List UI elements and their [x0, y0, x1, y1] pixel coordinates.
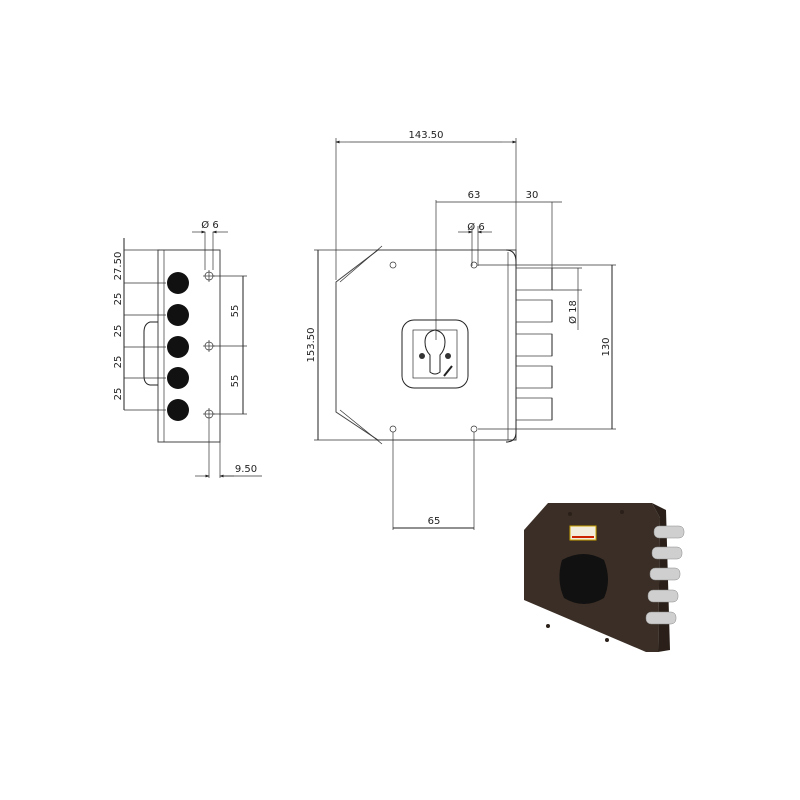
- product-photo: [524, 503, 685, 652]
- front-view: 143.50 63 30 Ø 6 153.50 Ø 18 130 65: [306, 130, 616, 530]
- dim-9-50: 9.50: [235, 464, 257, 475]
- dim-bolt-span: 130: [601, 337, 612, 356]
- dim-25-a: 25: [113, 293, 124, 306]
- photo-bolts: [645, 525, 685, 625]
- dim-25-d: 25: [113, 388, 124, 401]
- dim-25-b: 25: [113, 325, 124, 338]
- dim-screw-hole: Ø 6: [467, 221, 484, 233]
- dim-key-offset: 63: [468, 190, 481, 201]
- dim-diameter-6: Ø 6: [201, 219, 218, 231]
- side-bolts: [167, 272, 189, 421]
- dim-25-c: 25: [113, 356, 124, 369]
- dim-27-50: 27.50: [113, 252, 124, 281]
- dim-55-b: 55: [230, 375, 241, 388]
- keyhole-escutcheon: [401, 319, 469, 389]
- dim-height: 153.50: [306, 328, 317, 363]
- dim-55-a: 55: [230, 305, 241, 318]
- dim-overall-width: 143.50: [409, 130, 444, 141]
- side-view: 27.50 25 25 25 25 55 55 Ø 6 9.50: [113, 219, 262, 478]
- dim-bolt-projection: 30: [526, 190, 539, 201]
- front-bolts: [515, 267, 553, 421]
- dim-bottom-holes: 65: [428, 516, 441, 527]
- dim-bolt-diameter: Ø 18: [567, 300, 579, 324]
